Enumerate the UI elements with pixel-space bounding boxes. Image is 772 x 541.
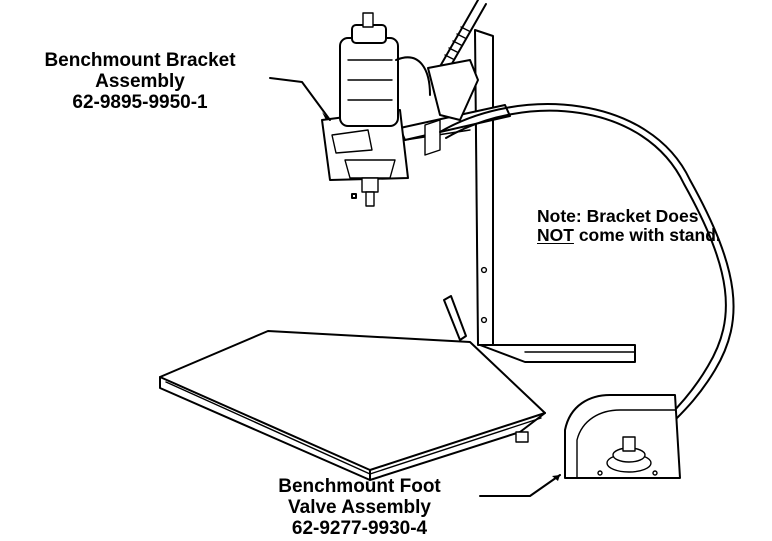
bracket-part-number: 62-9895-9950-1: [72, 92, 208, 113]
note-underlined-word: NOT: [537, 225, 574, 245]
bracket-callout: Benchmount Bracket Assembly 62-9895-9950…: [5, 50, 275, 113]
dispense-valve: [321, 12, 431, 207]
bracket-callout-line2: Assembly: [95, 71, 185, 92]
base-plate: [159, 330, 546, 481]
note-callout: Note: Bracket Does NOT come with stand.: [537, 207, 721, 245]
foot-valve-cable: [439, 103, 735, 421]
foot-valve-callout: Benchmount Foot Valve Assembly 62-9277-9…: [232, 476, 487, 539]
foot-valve-callout-line2: Valve Assembly: [288, 497, 431, 518]
foot-valve: [564, 394, 681, 479]
note-line2-rest: come with stand.: [573, 225, 721, 245]
leader-lines: [269, 77, 561, 497]
stand-foot-bar: [479, 344, 636, 363]
bracket-callout-line1: Benchmount Bracket: [44, 50, 236, 71]
foot-valve-callout-line1: Benchmount Foot: [278, 476, 441, 497]
note-line2: NOT come with stand.: [537, 226, 721, 245]
foot-valve-part-number: 62-9277-9930-4: [291, 518, 428, 539]
note-line1: Note: Bracket Does: [537, 206, 699, 226]
supply-hose: [427, 0, 487, 121]
